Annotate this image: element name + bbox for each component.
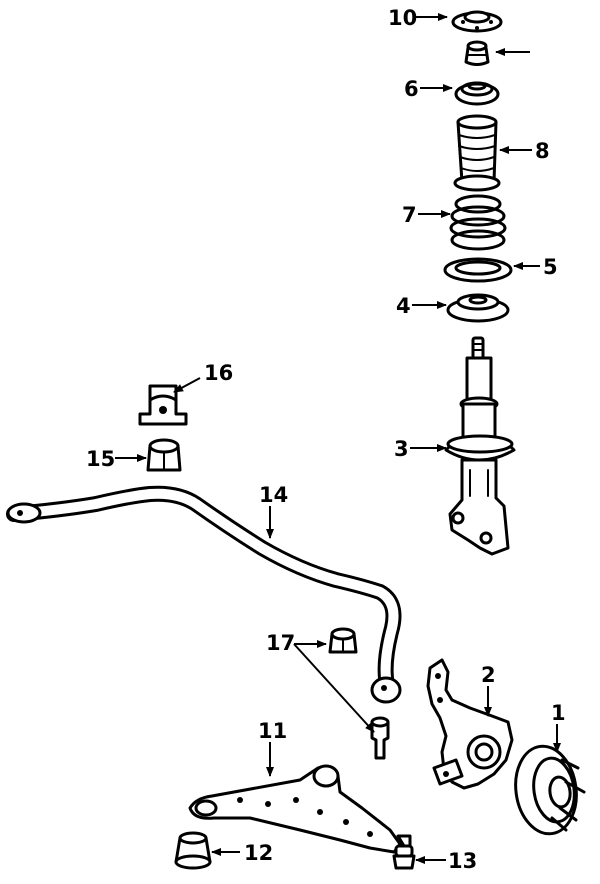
callout-15: 15 (86, 447, 115, 471)
strut-mount (451, 10, 503, 33)
callout-4: 4 (396, 294, 411, 318)
callout-17: 17 (266, 631, 295, 655)
callout-6: 6 (404, 77, 419, 101)
callout-1: 1 (551, 701, 566, 725)
lower-control-arm (188, 764, 402, 854)
strut-assembly (444, 336, 516, 556)
callout-10: 10 (388, 6, 417, 30)
callout-2: 2 (481, 663, 496, 687)
callout-3: 3 (394, 437, 409, 461)
hub-bearing (514, 744, 586, 836)
callout-5: 5 (543, 255, 558, 279)
callout-13: 13 (448, 849, 477, 873)
steering-knuckle (426, 658, 514, 790)
callout-14: 14 (259, 483, 288, 507)
stabilizer-bushing (146, 438, 182, 472)
stabilizer-bracket (138, 384, 188, 426)
dust-boot (453, 114, 501, 192)
lower-insulator (443, 257, 513, 283)
coil-spring (449, 194, 507, 251)
stabilizer-link-lower-bushing (370, 716, 390, 760)
callout-8: 8 (535, 139, 550, 163)
callout-16: 16 (204, 361, 233, 385)
callout-7: 7 (402, 203, 417, 227)
callout-12: 12 (244, 841, 273, 865)
control-arm-bushing (174, 831, 212, 870)
lower-spring-seat (446, 293, 510, 323)
stabilizer-link-upper-bushing (328, 627, 358, 654)
upper-spring-seat (454, 81, 500, 106)
ball-joint (392, 834, 416, 870)
stabilizer-bar (6, 485, 402, 704)
jounce-bumper (464, 40, 490, 66)
callout-11: 11 (258, 719, 287, 743)
